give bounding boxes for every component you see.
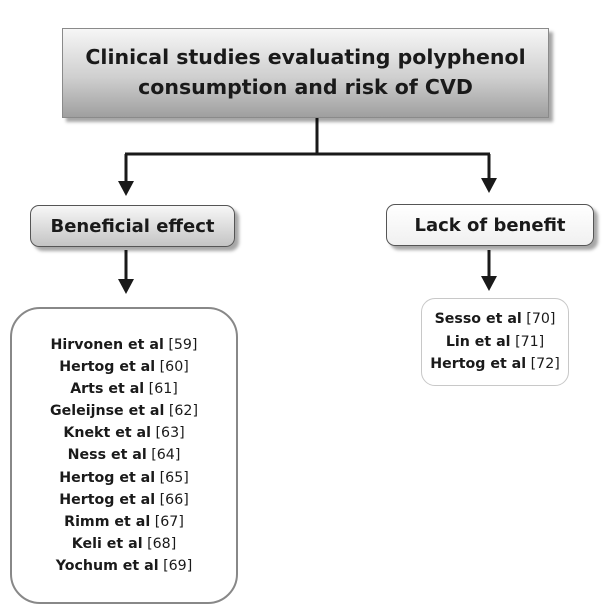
arrow-to-lack-list [481, 250, 497, 291]
study-entry: Hertog et al [66] [59, 491, 189, 508]
lack-of-benefit-label: Lack of benefit [414, 214, 566, 236]
study-entry: Ness et al [64] [67, 447, 181, 464]
study-entry: Lin et al [71] [445, 333, 545, 350]
study-entry: Hertog et al [65] [59, 469, 189, 486]
title-box: Clinical studies evaluating polyphenol c… [62, 28, 549, 118]
study-entry: Keli et al [68] [71, 535, 177, 552]
arrow-to-lack [481, 154, 497, 193]
beneficial-effect-box: Beneficial effect [30, 205, 235, 247]
arrow-to-beneficial-list [118, 250, 134, 294]
study-entry: Knekt et al [63] [63, 425, 185, 442]
beneficial-effect-label: Beneficial effect [50, 215, 215, 237]
study-entry: Hertog et al [72] [430, 356, 560, 373]
study-entry: Hirvonen et al [59] [50, 336, 198, 353]
study-entry: Hertog et al [60] [59, 359, 189, 376]
study-entry: Yochum et al [69] [55, 557, 193, 574]
title-line-2: consumption and risk of CVD [138, 75, 473, 99]
arrow-to-beneficial [118, 154, 134, 196]
study-entry: Arts et al [61] [70, 381, 178, 398]
study-entry: Geleijnse et al [62] [49, 403, 198, 420]
lack-of-benefit-box: Lack of benefit [386, 204, 594, 246]
title-line-1: Clinical studies evaluating polyphenol [85, 45, 526, 70]
lack-studies-list: Sesso et al [70] Lin et al [71] Hertog e… [421, 298, 569, 386]
study-entry: Sesso et al [70] [434, 311, 556, 328]
beneficial-studies-list: Hirvonen et al [59] Hertog et al [60] Ar… [10, 307, 238, 604]
study-entry: Rimm et al [67] [64, 513, 184, 530]
